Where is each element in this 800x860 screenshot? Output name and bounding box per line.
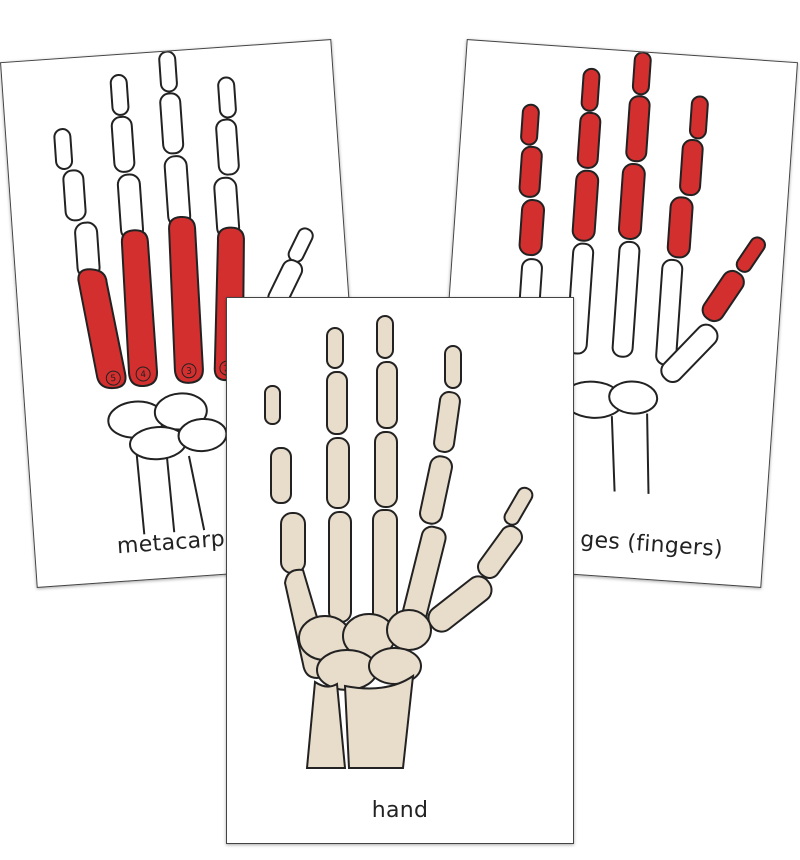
phalanx-bones-highlight <box>518 51 766 323</box>
metacarpal-bones-highlight <box>77 215 312 390</box>
bone-number-5: 5 <box>110 374 116 384</box>
bone-number-4: 4 <box>140 370 147 380</box>
hand-skeleton-phalanges-illustration <box>515 51 766 494</box>
hand-card: hand <box>226 297 574 844</box>
hand-skeleton-illustration <box>264 315 534 769</box>
phalanges-card: ges (fingers) <box>430 39 798 588</box>
card-caption-hand: hand <box>371 798 429 823</box>
metacarpals-card: 5 4 3 2 metacarpo <box>0 39 368 588</box>
hand-skeleton-metacarpals-illustration: 5 4 3 2 <box>53 50 314 535</box>
bone-number-3: 3 <box>186 367 192 377</box>
hand-bones <box>264 315 534 769</box>
